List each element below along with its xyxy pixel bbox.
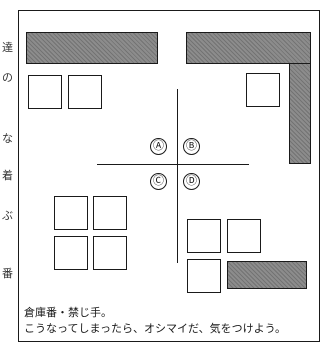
label-d: Ⓓ bbox=[183, 173, 200, 190]
crate bbox=[187, 219, 221, 253]
crate bbox=[54, 196, 88, 230]
margin-glyph: の bbox=[2, 71, 13, 84]
wall-top-right-horizontal bbox=[186, 32, 311, 64]
crate bbox=[28, 75, 62, 109]
crate bbox=[93, 236, 127, 270]
diagram-frame: Ⓐ Ⓑ Ⓒ Ⓓ 倉庫番・禁じ手。 こうなってしまったら、オシマイだ、気をつけよう… bbox=[18, 10, 320, 342]
caption-title: 倉庫番・禁じ手。 bbox=[24, 306, 112, 319]
crate bbox=[93, 196, 127, 230]
margin-glyph: 番 bbox=[2, 267, 13, 280]
crate bbox=[54, 236, 88, 270]
label-b: Ⓑ bbox=[183, 138, 200, 155]
crate bbox=[246, 73, 280, 107]
caption-text: こうなってしまったら、オシマイだ、気をつけよう。 bbox=[24, 322, 287, 335]
horizontal-axis-line bbox=[97, 164, 249, 166]
margin-glyph: な bbox=[2, 132, 13, 145]
crate bbox=[227, 219, 261, 253]
wall-top-left bbox=[26, 32, 158, 64]
label-c: Ⓒ bbox=[150, 173, 167, 190]
wall-top-right-vertical bbox=[289, 63, 311, 164]
label-a: Ⓐ bbox=[150, 138, 167, 155]
crate bbox=[68, 75, 102, 109]
margin-glyph: 着 bbox=[2, 169, 13, 182]
vertical-axis-line bbox=[177, 89, 179, 263]
wall-bottom-right bbox=[227, 261, 307, 289]
crate bbox=[187, 259, 221, 293]
margin-glyph: 達 bbox=[2, 41, 13, 54]
margin-glyph: ぶ bbox=[2, 209, 13, 222]
